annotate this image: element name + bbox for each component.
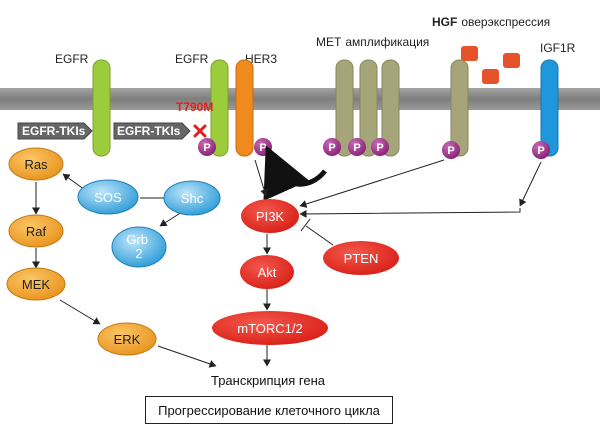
shc-node bbox=[163, 180, 221, 216]
met-name: MET bbox=[316, 35, 342, 49]
pten-label: PTEN bbox=[344, 251, 379, 266]
phospho-label: P bbox=[259, 142, 266, 154]
igf1r-receptor bbox=[540, 59, 559, 157]
met-suffix: амплификация bbox=[345, 35, 429, 49]
grb2-line-2: 2 bbox=[135, 246, 142, 261]
met-receptor bbox=[359, 59, 378, 157]
phospho-icon bbox=[442, 141, 460, 159]
egfr-tki-left: EGFR-TKIs bbox=[17, 122, 93, 140]
mek-label: MEK bbox=[22, 277, 51, 292]
pathway-arrows bbox=[32, 159, 542, 368]
hgf-suffix: оверэкспрессия bbox=[461, 15, 550, 29]
egfr-mid-label: EGFR bbox=[175, 52, 209, 66]
her3-receptor bbox=[235, 59, 254, 157]
phospho-label: P bbox=[376, 142, 383, 154]
arrow-shc-grb2 bbox=[159, 211, 183, 227]
met-receptor-hgf bbox=[450, 59, 469, 157]
hgf-label: HGF оверэкспрессия bbox=[432, 15, 550, 29]
pten-node bbox=[323, 241, 399, 275]
met-receptor bbox=[335, 59, 354, 157]
egfr-left-receptor bbox=[92, 59, 111, 157]
egfr-tki-left-label: EGFR-TKIs bbox=[22, 124, 86, 138]
hgf-ligand bbox=[503, 53, 520, 68]
igf1r-label: IGF1R bbox=[540, 41, 576, 55]
phospho-group: P P P P P P P bbox=[198, 138, 550, 159]
mtorc-label: mTORC1/2 bbox=[237, 321, 303, 336]
raf-label: Raf bbox=[26, 224, 47, 239]
hgf-ligand bbox=[461, 46, 478, 61]
arrow-sos-ras bbox=[62, 173, 86, 191]
cell-membrane bbox=[0, 88, 600, 110]
transcription-label: Транскрипция гена bbox=[211, 373, 326, 388]
arrow-erk-transcription bbox=[157, 345, 217, 368]
phospho-icon bbox=[532, 141, 550, 159]
phospho-icon bbox=[198, 138, 216, 156]
t790m-mutation-label: T790M bbox=[176, 100, 213, 114]
cell-cycle-box: Прогрессирование клеточного цикла bbox=[145, 396, 393, 424]
phospho-label: P bbox=[328, 142, 335, 154]
egfr-left-label: EGFR bbox=[55, 52, 89, 66]
egfr-tki-mid: EGFR-TKIs bbox=[113, 122, 191, 140]
her3-label: HER3 bbox=[245, 52, 277, 66]
ras-label: Ras bbox=[24, 157, 48, 172]
egfr-mid-receptor bbox=[210, 59, 229, 157]
phospho-label: P bbox=[353, 142, 360, 154]
grb2-label: Grb 2 bbox=[126, 232, 151, 261]
pten-inhibition bbox=[300, 218, 334, 246]
erk-label: ERK bbox=[114, 332, 141, 347]
shc-label: Shc bbox=[181, 191, 204, 206]
egfr-tki-mid-label: EGFR-TKIs bbox=[117, 124, 181, 138]
met-her3-transactivation-arrow bbox=[263, 145, 327, 202]
phospho-icon bbox=[371, 138, 389, 156]
phospho-label: P bbox=[447, 145, 454, 157]
met-receptor bbox=[381, 59, 400, 157]
sos-label: SOS bbox=[94, 190, 122, 205]
phospho-icon bbox=[348, 138, 366, 156]
phospho-label: P bbox=[203, 142, 210, 154]
mek-node bbox=[6, 267, 66, 301]
raf-node bbox=[8, 214, 64, 248]
mtorc-node bbox=[212, 311, 328, 345]
arrow-igf1r-pi3k-tail bbox=[299, 208, 521, 218]
hgf-name: HGF bbox=[432, 15, 457, 29]
erk-node bbox=[97, 322, 157, 356]
blocked-x-icon bbox=[193, 124, 207, 138]
akt-node bbox=[240, 255, 294, 289]
arrow-her3-pi3k bbox=[254, 159, 268, 197]
phospho-label: P bbox=[537, 145, 544, 157]
sos-node bbox=[77, 179, 139, 215]
grb2-line-1: Grb bbox=[126, 232, 148, 247]
pi3k-label: PI3K bbox=[256, 209, 285, 224]
phospho-icon bbox=[323, 138, 341, 156]
grb2-node bbox=[111, 226, 167, 268]
arrow-met-pi3k bbox=[299, 159, 445, 208]
arrow-igf1r-pi3k bbox=[519, 161, 542, 207]
cell-cycle-label: Прогрессирование клеточного цикла bbox=[158, 402, 380, 418]
pi3k-node bbox=[241, 199, 299, 233]
arrow-mek-erk bbox=[59, 299, 101, 325]
ras-node bbox=[8, 147, 64, 181]
akt-label: Akt bbox=[258, 265, 277, 280]
hgf-ligand bbox=[482, 69, 499, 84]
